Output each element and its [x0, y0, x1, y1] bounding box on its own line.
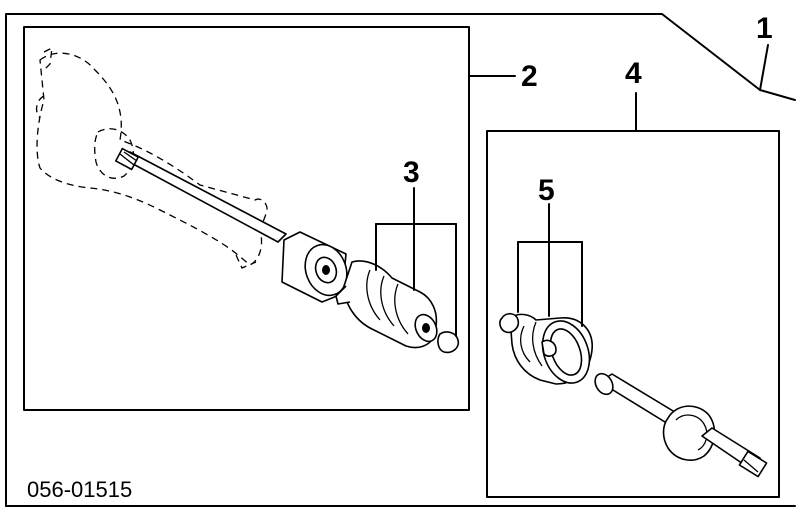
assembly-outline: [5, 13, 796, 507]
callout-5-bracket: [517, 203, 583, 327]
inner-boot-kit: [335, 260, 460, 354]
callout-3-bracket: [375, 187, 457, 337]
inner-drive-shaft: [114, 147, 287, 243]
callout-label-2: 2: [521, 60, 538, 93]
outer-drive-shaft: [594, 372, 768, 478]
callout-label-5: 5: [538, 174, 555, 207]
outer-boot-kit: [499, 312, 593, 385]
inner-cv-joint-housing: [281, 231, 348, 303]
transmission-case-phantom: [35, 46, 268, 269]
callout-label-1: 1: [756, 12, 773, 45]
part-number: 056-01515: [27, 477, 132, 502]
callout-label-3: 3: [403, 156, 420, 189]
inner-shaft-group-box: [23, 26, 516, 411]
outer-shaft-group-box: [486, 92, 780, 498]
callout-label-4: 4: [625, 57, 642, 90]
